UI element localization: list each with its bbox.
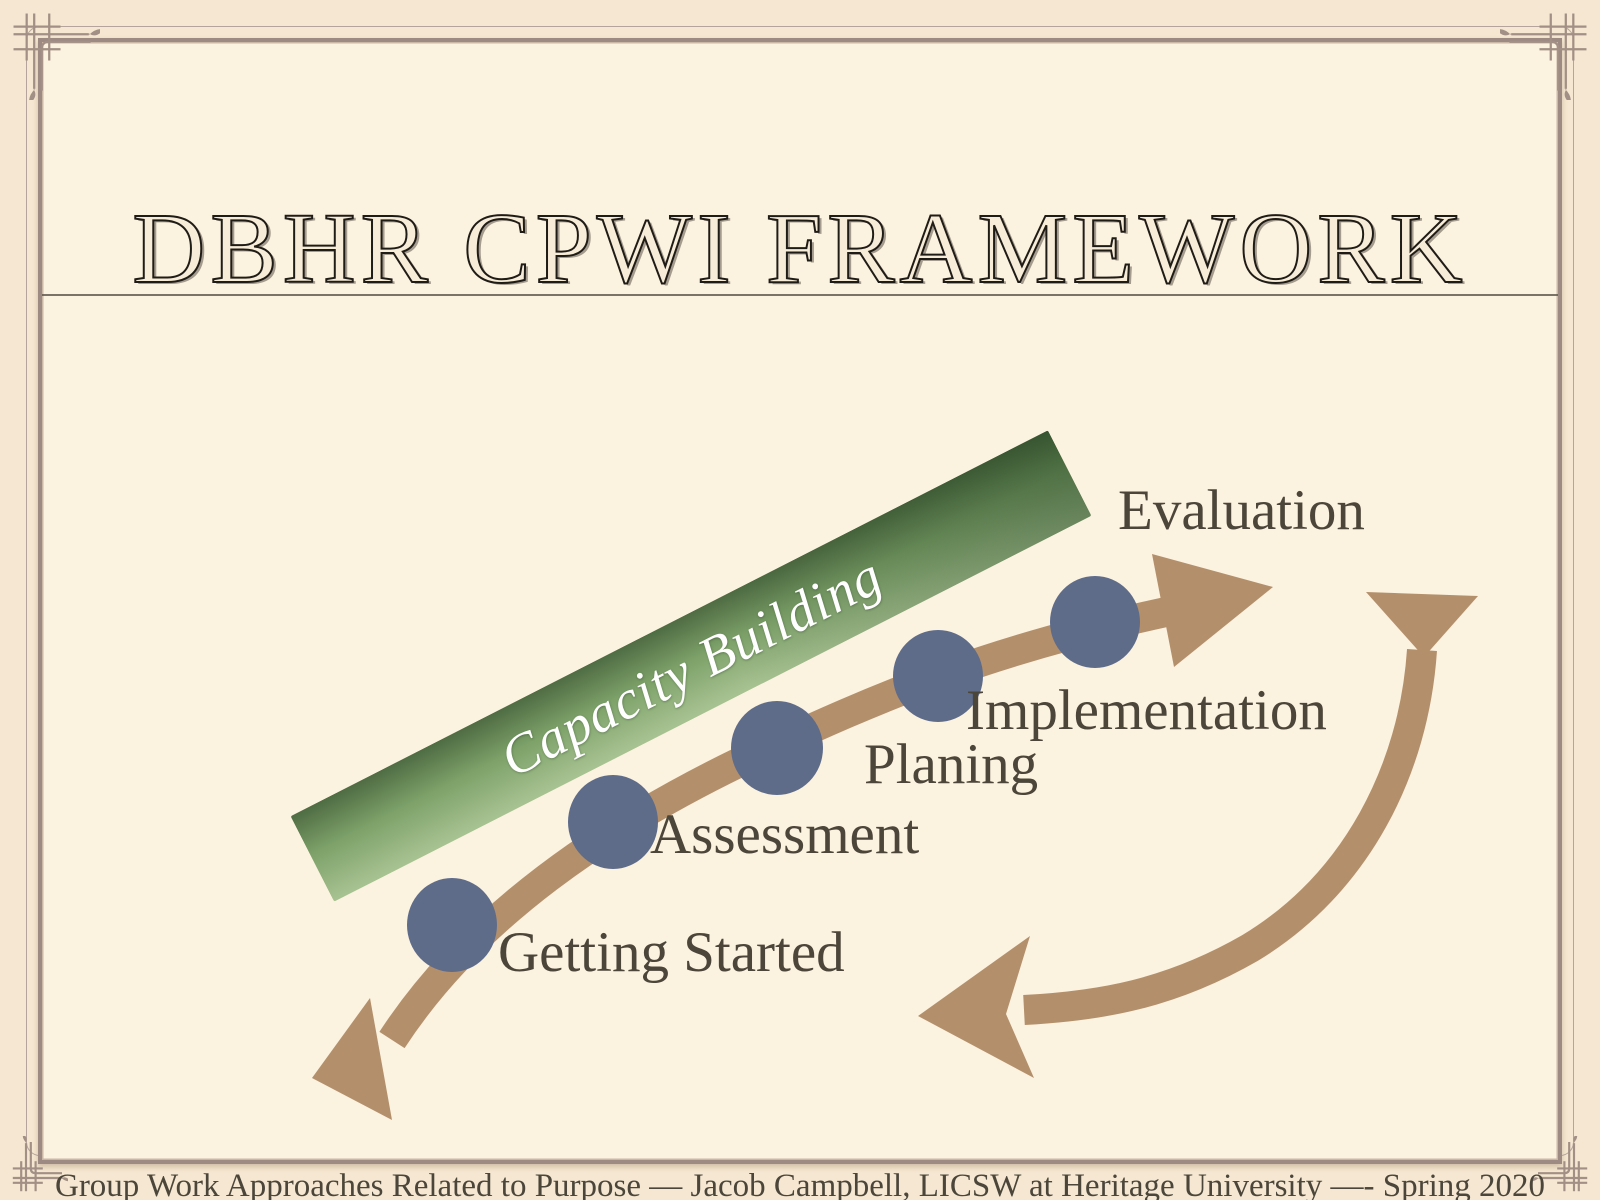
corner-ornament-top-left bbox=[13, 13, 100, 100]
inner-frame bbox=[38, 38, 1562, 1164]
node-assessment bbox=[568, 775, 658, 869]
return-arrow-shaft bbox=[1023, 648, 1437, 1025]
footer-credit: Group Work Approaches Related to Purpose… bbox=[54, 1168, 1546, 1200]
slide-title: DBHR CPWI FRAMEWORK bbox=[131, 191, 1468, 305]
node-implementation bbox=[893, 630, 983, 722]
label-planing: Planing bbox=[864, 733, 1039, 796]
corner-ornament-bottom-left bbox=[12, 1136, 68, 1192]
label-implementation: Implementation bbox=[966, 679, 1327, 742]
label-assessment: Assessment bbox=[650, 803, 920, 866]
node-planing bbox=[731, 701, 823, 795]
corner-ornament-bottom-right bbox=[1532, 1136, 1588, 1192]
node-evaluation bbox=[1050, 576, 1140, 668]
node-getting-started bbox=[407, 878, 497, 972]
corner-ornament-top-right bbox=[1500, 13, 1587, 100]
return-arrow-head bbox=[918, 936, 1034, 1078]
main-arrow-tail-head bbox=[312, 998, 392, 1120]
label-getting-started: Getting Started bbox=[498, 921, 845, 984]
return-arrow-top-flare bbox=[1366, 592, 1478, 657]
label-evaluation: Evaluation bbox=[1118, 479, 1365, 542]
title-divider-line bbox=[42, 294, 1558, 296]
main-arrow-head bbox=[1152, 554, 1273, 667]
